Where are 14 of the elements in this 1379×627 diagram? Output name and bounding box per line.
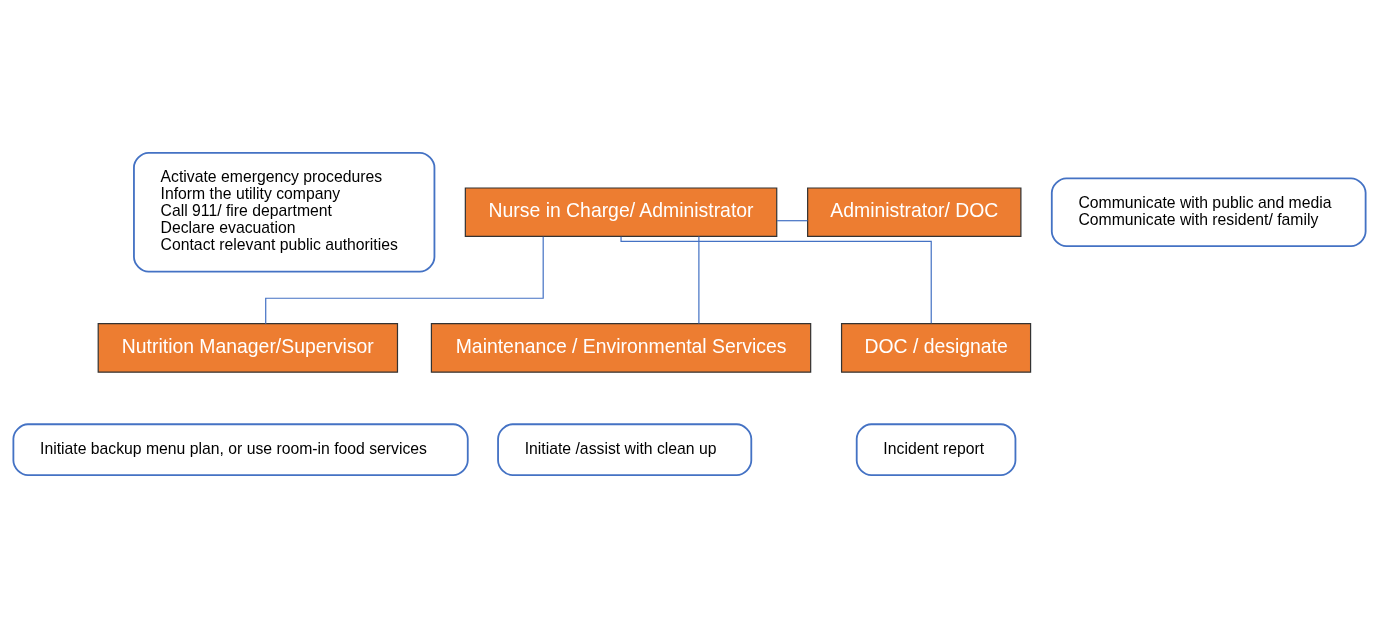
node-box: Administrator/ DOC [807, 186, 1022, 237]
node-box: Nutrition Manager/Supervisor [97, 322, 399, 373]
connector [776, 219, 809, 221]
node-box: Communicate with public and media Communicate with resident/ family [1050, 176, 1367, 247]
node-box: Maintenance / Environmental Services [430, 322, 812, 373]
node-box: Initiate /assist with clean up [497, 422, 753, 476]
node-box: Nurse in Charge/ Administrator [464, 186, 778, 237]
node-box: Incident report [855, 422, 1017, 476]
node-box: Activate emergency procedures Inform the utility company Call 911/ fire department Declare evacuation Contact relevant public authorities [133, 151, 436, 272]
node-box: DOC / designate [840, 322, 1032, 373]
connector [620, 235, 932, 324]
connector [265, 235, 544, 324]
node-box: Initiate backup menu plan, or use room-in food services [12, 422, 469, 476]
connector [698, 235, 700, 324]
